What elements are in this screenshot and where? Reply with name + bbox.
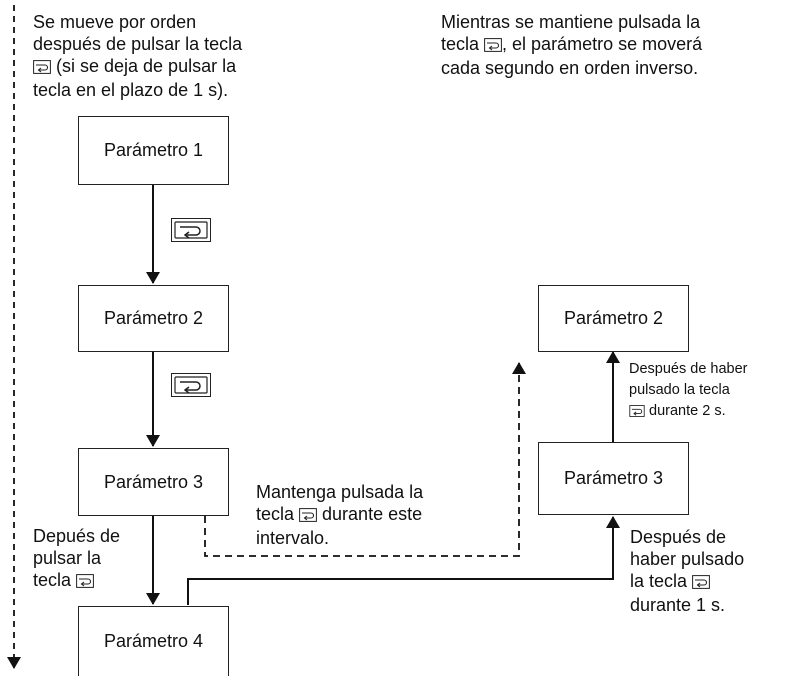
note-top-left: Se mueve por orden después de pulsar la … xyxy=(33,11,242,101)
mode-key-icon xyxy=(171,373,211,397)
note-line: intervalo. xyxy=(256,528,330,548)
note-right-lower: Después de haber pulsado la tecla durant… xyxy=(630,526,744,616)
box-label: Parámetro 4 xyxy=(103,631,204,651)
box-label: Parámetro 2 xyxy=(103,308,204,328)
note-text: , el parámetro se moverá xyxy=(502,34,703,54)
note-line: (si se deja de pulsar la xyxy=(33,55,242,79)
note-line: Después de xyxy=(630,527,727,547)
dashed-hold-path xyxy=(204,362,526,557)
note-text: durante 2 s. xyxy=(645,403,726,419)
box-parametro-1: Parámetro 1 xyxy=(78,116,229,185)
note-text: (si se deja de pulsar la xyxy=(51,56,237,76)
note-line: Depués de xyxy=(33,526,121,546)
note-line: haber pulsado xyxy=(630,549,745,569)
note-line: la tecla xyxy=(630,570,744,594)
mode-key-icon xyxy=(76,571,94,593)
note-text: la tecla xyxy=(630,571,693,591)
note-line: después de pulsar la tecla xyxy=(33,34,243,54)
box-parametro-2: Parámetro 2 xyxy=(78,285,229,352)
box-label: Parámetro 3 xyxy=(103,471,204,492)
mode-key-icon xyxy=(171,218,211,242)
note-line: tecla , el parámetro se moverá xyxy=(441,33,702,57)
note-line: tecla en el plazo de 1 s). xyxy=(33,80,229,100)
box-parametro-4: Parámetro 4 xyxy=(78,606,229,676)
mode-key-icon xyxy=(484,35,502,57)
note-line: durante 2 s. xyxy=(629,401,748,424)
mode-key-icon xyxy=(299,505,317,527)
note-line: Después de haber xyxy=(629,361,748,377)
mode-key-icon xyxy=(629,403,645,424)
note-text: tecla xyxy=(256,504,300,524)
solid-path-to-right-p3 xyxy=(187,516,620,605)
note-line: cada segundo en orden inverso. xyxy=(441,58,699,78)
note-line: Mantenga pulsada la xyxy=(256,482,424,502)
note-line: tecla durante este xyxy=(256,503,423,527)
note-line: Mientras se mantiene pulsada la xyxy=(441,12,701,32)
note-right-upper: Después de haber pulsado la tecla durant… xyxy=(629,359,748,424)
box-label: Parámetro 3 xyxy=(563,468,664,488)
box-label: Parámetro 1 xyxy=(103,140,204,160)
note-line: durante 1 s. xyxy=(630,595,726,615)
note-text: tecla xyxy=(33,570,77,590)
box-label: Parámetro 2 xyxy=(563,308,664,328)
mode-key-icon xyxy=(33,57,51,79)
box-right-parametro-2: Parámetro 2 xyxy=(538,285,689,352)
note-bottom-left: Depués de pulsar la tecla xyxy=(33,525,120,593)
note-line: tecla xyxy=(33,569,120,593)
note-line: pulsar la xyxy=(33,548,102,568)
note-text: durante este xyxy=(317,504,423,524)
note-top-right: Mientras se mantiene pulsada la tecla , … xyxy=(441,11,702,79)
note-text: tecla xyxy=(441,34,485,54)
box-parametro-3: Parámetro 3 xyxy=(78,448,229,516)
note-line: pulsado la tecla xyxy=(629,382,730,398)
note-line: Se mueve por orden xyxy=(33,12,197,32)
box-right-parametro-3: Parámetro 3 xyxy=(538,442,689,515)
note-middle: Mantenga pulsada la tecla durante este i… xyxy=(256,481,423,549)
mode-key-icon xyxy=(692,572,710,594)
